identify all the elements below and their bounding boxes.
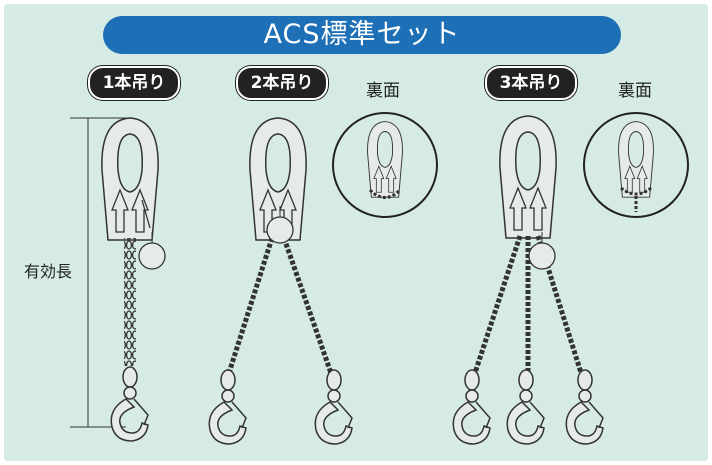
label-two-leg: 2本吊り [236,66,328,100]
back-view-label-2: 裏面 [618,81,652,101]
one-leg-sling [101,117,166,442]
label-one-leg: 1本吊り [88,66,180,100]
three-leg-sling [452,115,604,445]
back-view-2 [583,112,689,218]
back-view-1 [332,112,438,218]
effective-length-label: 有効長 [24,262,73,281]
back-view-label-1: 裏面 [366,81,400,101]
label-three-leg: 3本吊り [485,66,577,100]
two-leg-sling [208,117,353,445]
banner-title: ACS標準セット [103,16,621,54]
